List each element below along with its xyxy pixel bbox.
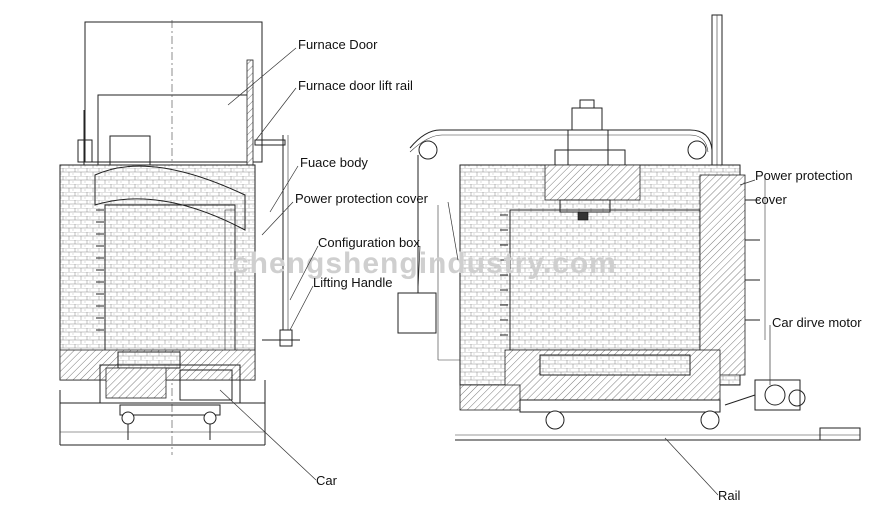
pulley-left: [418, 140, 438, 160]
left-furnace-view: [59, 20, 300, 455]
right-furnace-view: [397, 14, 861, 441]
label-furnace-door-lift-rail: Furnace door lift rail: [298, 78, 413, 93]
power-protection-cover-right: [699, 174, 746, 376]
left-wheel-2: [203, 411, 217, 425]
right-wheel-1: [545, 410, 565, 430]
label-configuration-box: Configuration box: [318, 235, 420, 250]
label-car: Car: [316, 473, 338, 488]
label-power-protection-right-2: cover: [755, 192, 787, 207]
label-furnace-door: Furnace Door: [298, 37, 378, 52]
top-motor: [571, 107, 603, 131]
left-heating-elements: [96, 209, 104, 331]
label-furnace-body: Fuace body: [300, 155, 368, 170]
labels: Furnace Door Furnace door lift rail Fuac…: [295, 37, 862, 503]
right-car-frame: [519, 399, 721, 413]
label-car-drive-motor: Car dirve motor: [772, 315, 862, 330]
left-wheel-1: [121, 411, 135, 425]
watermark-text: chengshengindustry.com: [232, 247, 617, 280]
lifting-handle-shape: [279, 329, 293, 347]
right-wheel-2: [700, 410, 720, 430]
label-power-protection-cover-left: Power protection cover: [295, 191, 429, 206]
label-lifting-handle: Lifting Handle: [313, 275, 393, 290]
door-lift-rail: [246, 59, 254, 176]
door-lift-frame: [84, 21, 263, 163]
leader-lines: [219, 47, 771, 496]
configuration-box-shape: [397, 292, 437, 334]
furnace-door-shape: [97, 94, 251, 166]
pulley-right: [687, 140, 707, 160]
car-top-refractory: [117, 351, 181, 369]
door-arch: [94, 165, 246, 231]
label-power-protection-right-1: Power protection: [755, 168, 853, 183]
top-chain-rail: [409, 129, 713, 151]
label-rail: Rail: [718, 488, 741, 503]
